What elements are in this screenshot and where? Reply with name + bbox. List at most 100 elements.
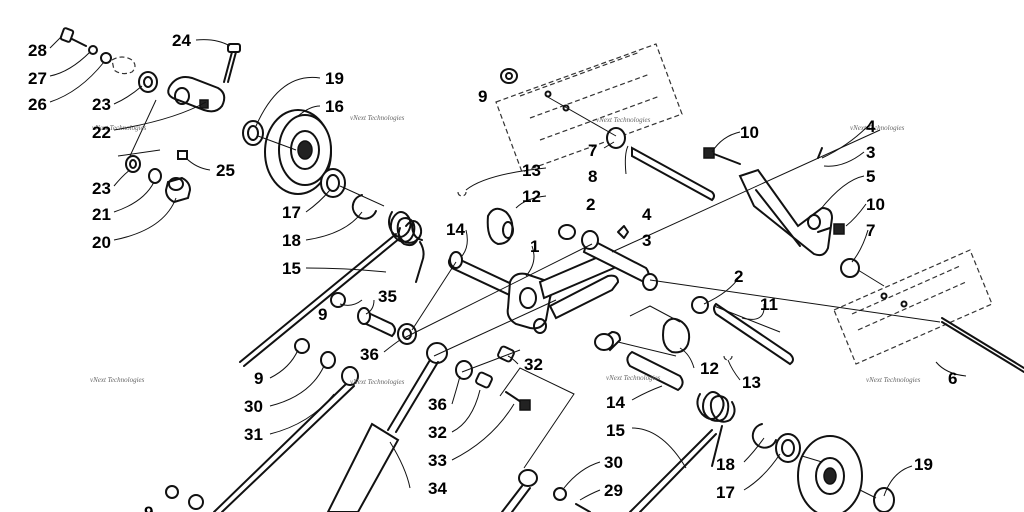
callout-30: 30 [604,453,623,472]
callout-35: 35 [378,287,397,306]
torsion-spring-15-left [239,211,425,367]
callout-2: 2 [586,195,595,214]
watermark-text: vNext Technologies [850,124,905,132]
nut-9-bottom [165,485,179,499]
callout-8: 8 [588,167,597,186]
callout-13: 13 [522,161,541,180]
spacer-32-lower [475,371,493,389]
callout-28: 28 [28,41,47,60]
callout-9: 9 [318,305,327,324]
spacer-35 [357,307,396,338]
bushing-2-lower [691,296,709,314]
bushing-30-upper [320,351,336,369]
callout-22: 22 [92,123,111,142]
link-31 [213,383,355,512]
callout-10: 10 [866,195,885,214]
link-31-end [341,366,359,386]
washer-21 [148,168,162,184]
callout-4: 4 [642,205,652,224]
spacer-32-upper [497,345,515,363]
callout-29: 29 [604,481,623,500]
idler-wheel-16-upper [242,109,346,198]
ring-13-upper [457,191,467,197]
watermark-text: vNext Technologies [350,378,405,386]
nut-9-lower [294,338,310,354]
rocker-arm-1 [506,230,658,352]
callout-25: 25 [216,161,235,180]
spacer-7-lower [840,258,860,278]
bushing-30-lower [518,469,538,487]
callout-23: 23 [92,179,111,198]
callout-14: 14 [446,220,465,239]
callout-33: 33 [428,451,447,470]
bushing-2-upper [558,224,576,240]
callout-14: 14 [606,393,625,412]
shaft-11 [713,302,794,366]
callout-23: 23 [92,95,111,114]
bolt-10-upper [703,147,741,165]
callout-36: 36 [360,345,379,364]
bracket-5 [738,147,834,257]
callout-15: 15 [282,259,301,278]
torsion-spring-15-right [629,391,736,512]
snap-ring-18-lower [751,423,777,449]
link-lower [501,485,523,512]
callout-4: 4 [866,117,876,136]
fitting-4-upper [817,147,823,159]
watermarks: vNext Technologies vNext Technologies vN… [90,114,921,386]
callout-32: 32 [524,355,543,374]
callout-2: 2 [734,267,743,286]
callout-32: 32 [428,423,447,442]
set-screw-25 [177,150,188,160]
callout-3: 3 [866,143,875,162]
cross-shaft-14-right [626,350,684,392]
callout-19: 19 [325,69,344,88]
watermark-text: vNext Technologies [90,376,145,384]
bearing-19-upper [242,120,264,146]
bearing-19-lower [873,487,895,512]
callout-11: 11 [760,295,778,314]
callout-36: 36 [428,395,447,414]
shaft-8 [606,127,715,202]
slide-rail-upper [495,43,683,173]
bolt-10-lower [817,223,845,235]
callout-18: 18 [716,455,735,474]
callout-21: 21 [92,205,111,224]
bearing-17-upper [320,168,346,198]
ring-13-lower [723,355,733,361]
slide-rail-lower [833,249,993,365]
bushing-23-lower [125,155,141,173]
washer-29 [553,487,567,501]
callout-17: 17 [716,483,735,502]
nut-9-mid [330,292,346,308]
callout-31: 31 [244,425,263,444]
callout-26: 26 [28,95,47,114]
callout-9: 9 [254,369,263,388]
washer-36-upper [397,323,417,345]
callout-27: 27 [28,69,47,88]
shaft-6 [941,317,1024,369]
phantom-part [111,56,136,75]
watermark-text: vNext Technologies [866,376,921,384]
bumper-12-upper [486,207,514,246]
bolt-28 [59,27,87,47]
bumper-12-lower [662,317,691,354]
callout-18: 18 [282,231,301,250]
callout-13: 13 [742,373,761,392]
watermark-text: vNext Technologies [350,114,405,122]
arm-22 [167,76,226,113]
watermark-text: vNext Technologies [606,374,661,382]
callout-3: 3 [642,231,651,250]
grease-fitting-4 [617,225,629,239]
callout-34: 34 [428,479,447,498]
parts-artwork [59,27,1024,512]
callout-16: 16 [325,97,344,116]
callout-7: 7 [588,141,597,160]
shock-absorber-34 [326,359,439,512]
callout-numbers: 28 27 26 24 19 16 23 22 23 25 21 20 17 1… [28,31,957,512]
callout-12: 12 [522,187,541,206]
watermark-text: vNext Technologies [92,124,147,132]
callout-leaders [49,35,967,501]
